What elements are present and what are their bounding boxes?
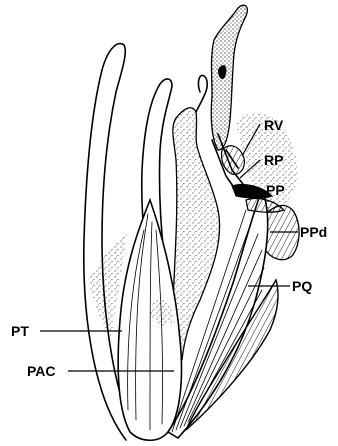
central-cartilage <box>173 108 220 360</box>
label-ppd: PPd <box>300 224 327 240</box>
label-pt: PT <box>11 323 29 339</box>
label-rv: RV <box>264 117 284 133</box>
label-pac: PAC <box>27 363 56 379</box>
cartilage-ridge <box>196 75 207 112</box>
label-pq: PQ <box>292 278 312 294</box>
label-pp: PP <box>266 182 285 198</box>
rv-structure <box>221 146 244 174</box>
label-rp: RP <box>264 152 283 168</box>
